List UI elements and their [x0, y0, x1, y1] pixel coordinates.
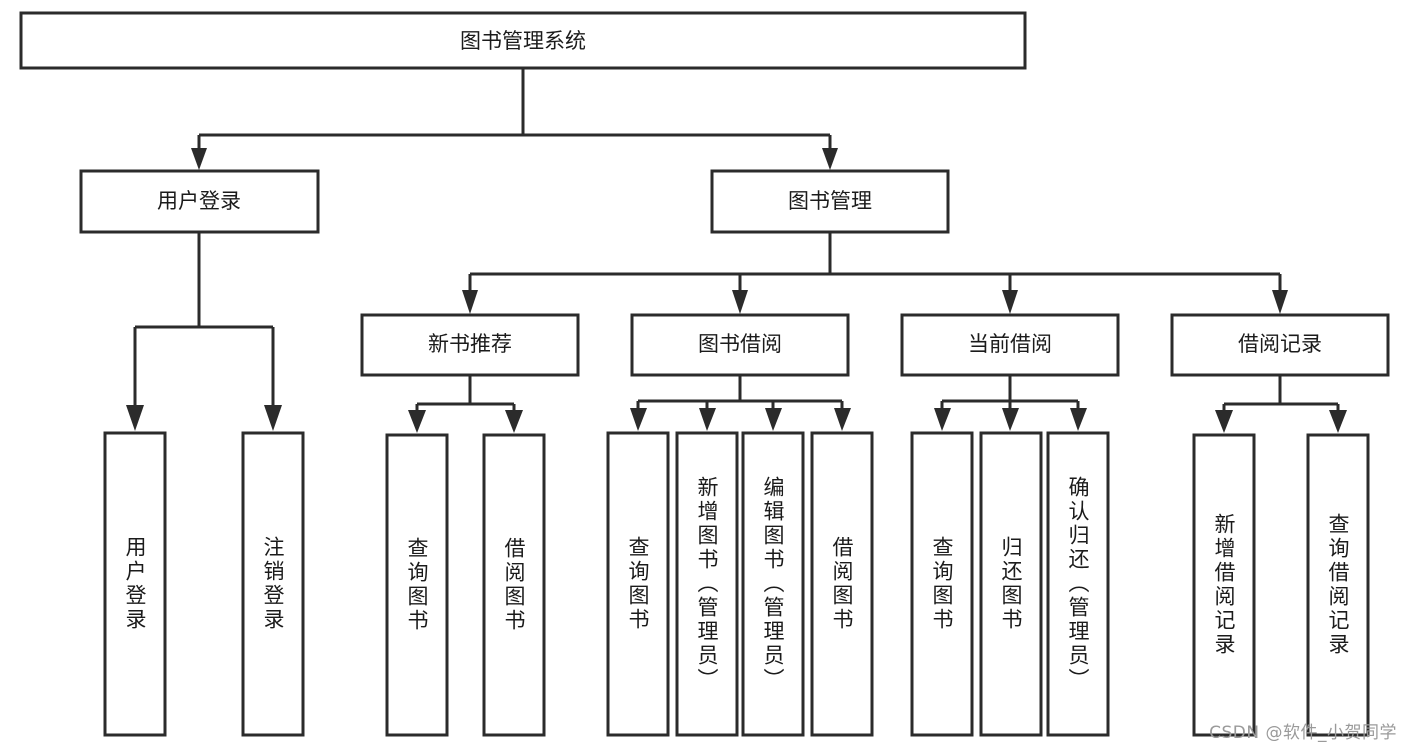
- connectors-book-borrow-to-leaves: [630, 375, 851, 431]
- leaf-bb-query-book-rect: [606, 431, 670, 737]
- leaf-cb-confirm-return-admin[interactable]: 确认归还（管理员）: [1046, 431, 1110, 737]
- node-borrow-records-rect: [1170, 313, 1390, 377]
- leaf-nb-borrow-book-label: 借阅图书: [502, 537, 527, 633]
- leaf-cb-return-book[interactable]: 归还图书: [979, 431, 1043, 737]
- node-borrow-records[interactable]: 借阅记录: [1170, 313, 1390, 377]
- leaf-bb-edit-book-admin[interactable]: 编辑图书（管理员）: [741, 431, 805, 737]
- connectors-user-login-to-leaves: [126, 232, 282, 431]
- leaf-user-login-label: 用户登录: [123, 536, 148, 632]
- node-root-system[interactable]: 图书管理系统: [19, 11, 1027, 70]
- leaf-br-add-record[interactable]: 新增借阅记录: [1192, 433, 1256, 737]
- leaf-br-query-record[interactable]: 查询借阅记录: [1306, 433, 1370, 737]
- arrowhead-bb-leaf-4: [834, 408, 851, 431]
- arrowhead-bb-leaf-3: [765, 408, 782, 431]
- node-borrow-records-label: 借阅记录: [1238, 332, 1322, 356]
- arrowhead-leaf-logout: [264, 405, 282, 431]
- arrowhead-nb-leaf-2: [505, 410, 523, 433]
- leaf-cb-return-book-label: 归还图书: [999, 536, 1024, 632]
- connectors-new-book-to-leaves: [408, 375, 523, 433]
- leaf-cb-confirm-return-admin-label: 确认归还（管理员）: [1066, 476, 1091, 692]
- leaf-user-login-rect: [103, 431, 167, 737]
- leaf-bb-add-book-admin-label: 新增图书（管理员）: [695, 476, 720, 692]
- leaf-br-query-record-rect: [1306, 433, 1370, 737]
- arrowhead-book-mgmt: [822, 148, 838, 170]
- arrowhead-book-borrow: [732, 290, 748, 314]
- node-book-management-rect: [710, 169, 950, 234]
- node-current-borrow-rect: [900, 313, 1120, 377]
- connectors-book-mgmt-to-level3: [462, 232, 1288, 314]
- arrowhead-current-borrow: [1002, 290, 1018, 314]
- node-current-borrow-label: 当前借阅: [968, 332, 1052, 356]
- connectors-current-borrow-to-leaves: [934, 375, 1087, 431]
- arrowhead-leaf-user-login: [126, 405, 144, 431]
- leaf-bb-borrow-book-rect: [810, 431, 874, 737]
- arrowhead-br-leaf-1: [1215, 410, 1233, 433]
- leaf-logout[interactable]: 注销登录: [241, 431, 305, 737]
- node-book-borrow[interactable]: 图书借阅: [630, 313, 850, 377]
- leaf-cb-query-book-label: 查询图书: [930, 536, 955, 632]
- leaf-bb-add-book-admin-rect: [675, 431, 739, 737]
- node-book-management-label: 图书管理: [788, 189, 872, 213]
- arrowhead-nb-leaf-1: [408, 410, 426, 433]
- leaf-user-login[interactable]: 用户登录: [103, 431, 167, 737]
- leaf-cb-query-book[interactable]: 查询图书: [910, 431, 974, 737]
- node-root-rect: [19, 11, 1027, 70]
- arrowhead-br-leaf-2: [1329, 410, 1347, 433]
- arrowhead-cb-leaf-1: [934, 408, 951, 431]
- leaf-nb-borrow-book-rect: [482, 433, 546, 737]
- connectors-borrow-records-to-leaves: [1215, 375, 1347, 433]
- node-current-borrow[interactable]: 当前借阅: [900, 313, 1120, 377]
- arrowhead-user-login: [191, 148, 207, 170]
- connectors-root-to-level2: [191, 68, 838, 170]
- node-root-label: 图书管理系统: [460, 29, 586, 53]
- arrowhead-borrow-records: [1272, 290, 1288, 314]
- arrowhead-new-book: [462, 290, 478, 314]
- node-new-book-recommend-label: 新书推荐: [428, 332, 512, 356]
- leaf-nb-query-book-label: 查询图书: [405, 537, 430, 633]
- leaf-br-add-record-rect: [1192, 433, 1256, 737]
- node-user-login-rect: [79, 169, 320, 234]
- leaf-nb-query-book-rect: [385, 433, 449, 737]
- leaf-cb-query-book-rect: [910, 431, 974, 737]
- leaf-nb-query-book[interactable]: 查询图书: [385, 433, 449, 737]
- leaf-bb-query-book[interactable]: 查询图书: [606, 431, 670, 737]
- leaf-cb-return-book-rect: [979, 431, 1043, 737]
- node-new-book-recommend[interactable]: 新书推荐: [360, 313, 580, 377]
- node-new-book-recommend-rect: [360, 313, 580, 377]
- leaf-cb-confirm-return-admin-rect: [1046, 431, 1110, 737]
- leaf-bb-borrow-book-label: 借阅图书: [830, 536, 855, 632]
- arrowhead-cb-leaf-2: [1002, 408, 1019, 431]
- leaf-bb-borrow-book[interactable]: 借阅图书: [810, 431, 874, 737]
- leaf-bb-query-book-label: 查询图书: [626, 536, 651, 632]
- arrowhead-bb-leaf-1: [630, 408, 647, 431]
- leaf-bb-add-book-admin[interactable]: 新增图书（管理员）: [675, 431, 739, 737]
- leaf-logout-rect: [241, 431, 305, 737]
- leaf-bb-edit-book-admin-label: 编辑图书（管理员）: [761, 476, 786, 692]
- arrowhead-cb-leaf-3: [1070, 408, 1087, 431]
- node-book-borrow-rect: [630, 313, 850, 377]
- arrowhead-bb-leaf-2: [699, 408, 716, 431]
- node-book-borrow-label: 图书借阅: [698, 332, 782, 356]
- node-user-login[interactable]: 用户登录: [79, 169, 320, 234]
- leaf-bb-edit-book-admin-rect: [741, 431, 805, 737]
- leaf-nb-borrow-book[interactable]: 借阅图书: [482, 433, 546, 737]
- leaf-logout-label: 注销登录: [261, 536, 286, 632]
- node-book-management[interactable]: 图书管理: [710, 169, 950, 234]
- leaf-br-query-record-label: 查询借阅记录: [1326, 513, 1351, 657]
- node-user-login-label: 用户登录: [157, 189, 241, 213]
- leaf-br-add-record-label: 新增借阅记录: [1212, 513, 1237, 657]
